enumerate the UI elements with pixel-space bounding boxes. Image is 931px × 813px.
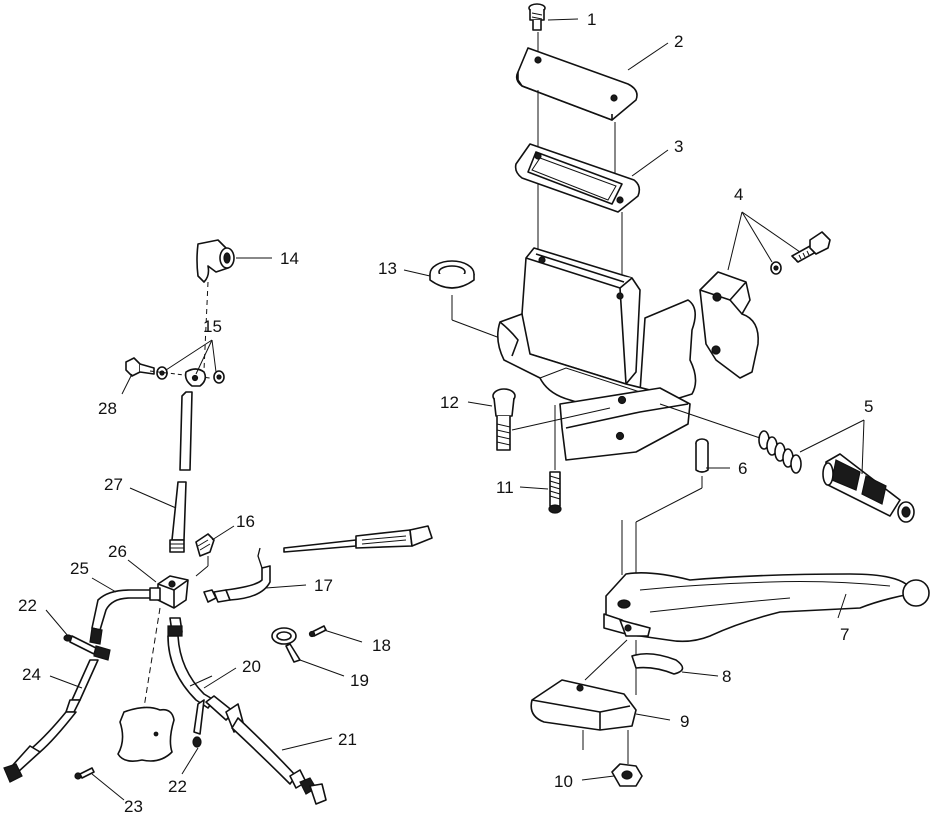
callout-3: 3: [674, 137, 683, 156]
part-15-washers: [156, 366, 225, 384]
part-10-nut: [611, 763, 643, 787]
callout-19: 19: [350, 671, 369, 690]
part-1-cover-screw: [528, 3, 546, 31]
callout-20: 20: [242, 657, 261, 676]
callout-12: 12: [440, 393, 459, 412]
part-21-hose: [205, 695, 327, 805]
part-9-bracket: [530, 679, 637, 731]
leader-lines: [45, 18, 865, 801]
part-25-hose: [89, 587, 161, 645]
part-5-piston: [822, 453, 915, 523]
part-4-washer-bolt: [770, 231, 831, 275]
part-22-fitting-middle: [192, 699, 205, 748]
callout-1: 1: [587, 10, 596, 29]
callout-26: 26: [108, 542, 127, 561]
part-4-clamp: [699, 271, 759, 379]
part-12-screw: [492, 388, 516, 451]
callout-10: 10: [554, 772, 573, 791]
part-24-hose: [3, 659, 99, 783]
callout-18: 18: [372, 636, 391, 655]
callout-15: 15: [203, 317, 222, 336]
callout-21: 21: [338, 730, 357, 749]
part-23-screw: [74, 767, 95, 780]
mounting-pad: [117, 706, 175, 762]
callout-13: 13: [378, 259, 397, 278]
callout-5: 5: [864, 397, 873, 416]
callout-9: 9: [680, 712, 689, 731]
part-26-junction-block: [157, 575, 189, 609]
callout-6: 6: [738, 459, 747, 478]
part-19-hose-clamp: [271, 627, 301, 663]
callout-25: 25: [70, 559, 89, 578]
part-8-clip: [631, 652, 684, 675]
part-17-brake-line: [203, 525, 433, 603]
part-13-diaphragm: [429, 260, 475, 289]
master-cylinder-body: [496, 247, 697, 461]
callout-23: 23: [124, 797, 143, 813]
callout-16: 16: [236, 512, 255, 531]
callout-11: 11: [496, 478, 514, 497]
part-14-elbow: [196, 239, 235, 283]
part-7-brake-lever: [603, 572, 930, 643]
part-11-screw: [548, 471, 562, 514]
part-27-brake-line: [169, 368, 207, 553]
callout-2: 2: [674, 32, 683, 51]
callout-28: 28: [98, 399, 117, 418]
callout-24: 24: [22, 665, 41, 684]
callout-8: 8: [722, 667, 731, 686]
callout-27: 27: [104, 475, 123, 494]
callout-14: 14: [280, 249, 299, 268]
callout-4: 4: [734, 185, 743, 204]
callout-labels: 1 2 3 4 5 6 7 8 9 10 11 12 13 14 15 16 1…: [18, 10, 873, 813]
part-5-spring: [758, 430, 802, 474]
part-20-hose: [167, 617, 215, 709]
part-22-fitting-left: [63, 634, 111, 661]
callout-22-left: 22: [18, 596, 37, 615]
part-6-pivot-pin: [695, 438, 709, 473]
part-18-screw: [308, 625, 327, 638]
part-2-reservoir-cover: [515, 47, 638, 121]
part-3-gasket: [514, 143, 641, 213]
part-28-banjo-bolt: [125, 357, 155, 377]
callout-22-middle: 22: [168, 777, 187, 796]
part-16-fitting: [195, 533, 215, 557]
callout-17: 17: [314, 576, 333, 595]
callout-7: 7: [840, 625, 849, 644]
